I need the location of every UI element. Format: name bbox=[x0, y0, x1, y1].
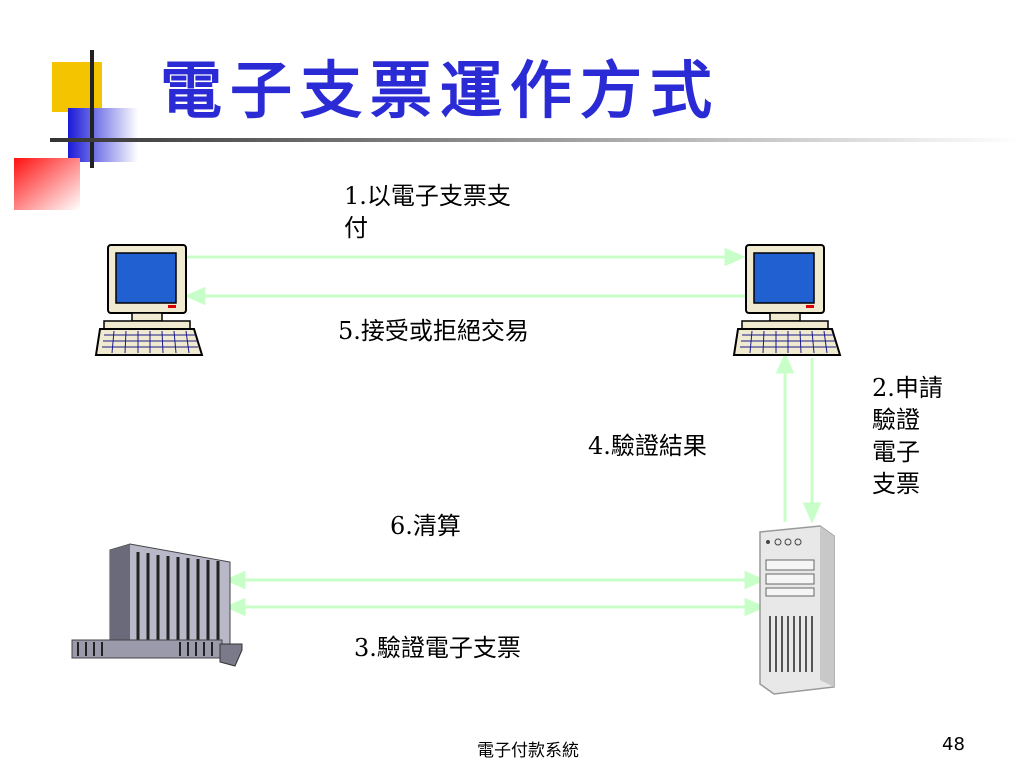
server-label: 帳務伺服器 bbox=[690, 711, 810, 739]
buyer-label: 買方 bbox=[118, 196, 166, 224]
step2-line3: 電子 bbox=[872, 438, 920, 466]
seller-label: 賣方 bbox=[738, 196, 786, 224]
corner-decoration bbox=[14, 50, 1020, 210]
step2-line2: 驗證 bbox=[872, 406, 920, 434]
step6-label: 6.清算 bbox=[390, 512, 461, 540]
server-tower-icon bbox=[759, 525, 835, 695]
seller-computer-icon bbox=[732, 244, 842, 356]
page-number: 48 bbox=[942, 734, 965, 755]
bank-building-icon bbox=[71, 543, 243, 667]
deco-horizontal-line bbox=[50, 138, 1020, 142]
buyer-computer-icon bbox=[94, 244, 204, 356]
page-title: 電子支票運作方式 bbox=[160, 54, 721, 127]
step2-line1: 2.申請 bbox=[872, 374, 943, 402]
step2-label: 2.申請 驗證 電子 支票 bbox=[872, 372, 943, 500]
step1-label: 1.以電子支票支 付 bbox=[344, 180, 511, 244]
footer-title: 電子付款系統 bbox=[477, 741, 579, 761]
step2-line4: 支票 bbox=[872, 470, 920, 498]
step4-label: 4.驗證結果 bbox=[588, 432, 707, 460]
deco-red-square bbox=[14, 158, 80, 210]
deco-blue-square bbox=[68, 108, 138, 162]
step5-label: 5.接受或拒絕交易 bbox=[338, 317, 529, 345]
step1-line1: 1.以電子支票支 bbox=[344, 182, 511, 210]
step1-line2: 付 bbox=[344, 214, 368, 242]
buyer-bank-label: 買方銀行 bbox=[80, 686, 176, 714]
step3-label: 3.驗證電子支票 bbox=[354, 634, 521, 662]
deco-vertical-line bbox=[90, 50, 94, 168]
